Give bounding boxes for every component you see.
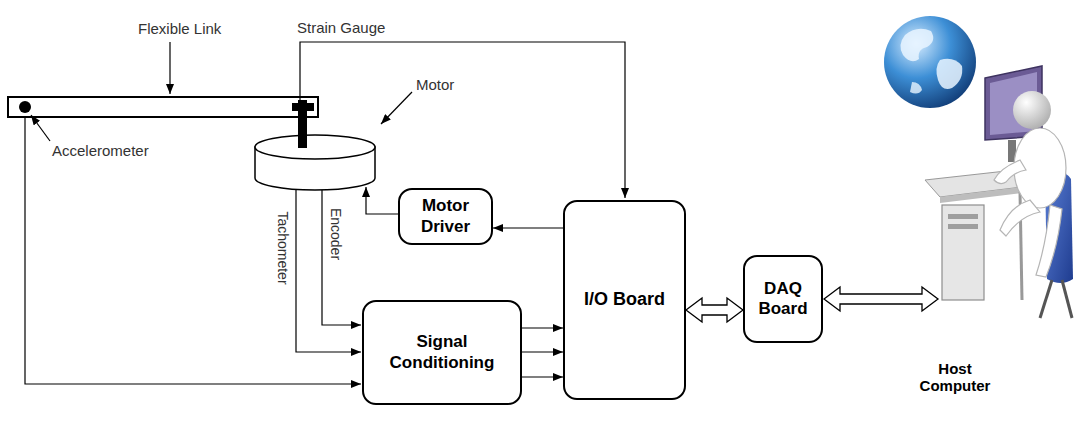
box-title: DAQ Board (751, 279, 815, 320)
part-label: Flexible Link (138, 20, 221, 37)
host-computer-illustration (910, 82, 922, 94)
accelerometer-dot (19, 101, 31, 113)
host-computer-illustration (936, 59, 962, 89)
strain-gauge (292, 103, 314, 111)
signal-name: Tachometer (275, 211, 291, 284)
host-computer-illustration (884, 16, 1073, 318)
host-computer-illustration (1036, 205, 1062, 277)
host-computer-illustration (1013, 91, 1051, 129)
leader-line (381, 92, 412, 124)
data-link-arrow (824, 287, 938, 311)
part-label: Accelerometer (52, 142, 149, 159)
host-computer-illustration (940, 186, 1030, 203)
host-computer-illustration (948, 214, 978, 219)
host-computer-illustration (994, 160, 1026, 184)
leader-line (31, 115, 50, 141)
host-computer-illustration (1040, 280, 1052, 318)
signal-wire (300, 42, 625, 198)
signal-arrow (522, 327, 563, 328)
host-computer-illustration (1000, 200, 1040, 236)
leader-line (31, 42, 412, 141)
flexible-link (8, 97, 318, 117)
signal-wire (25, 118, 361, 384)
box-title: I/O Board (584, 289, 665, 311)
signal-arrow (522, 351, 563, 352)
motor-cylinder (255, 135, 375, 159)
box-title: Motor Driver (406, 196, 485, 237)
signal-wire (366, 187, 398, 214)
signal-wire (25, 42, 625, 384)
box-title: Signal Conditioning (384, 332, 500, 373)
signal-name: Encoder (328, 208, 344, 260)
host-computer-illustration (948, 224, 978, 229)
host-computer-illustration (1062, 280, 1072, 318)
signal-arrow (522, 376, 563, 377)
host-label: Host Computer (905, 360, 1005, 395)
host-computer-illustration (884, 16, 976, 108)
part-label: Motor (416, 76, 454, 93)
host-computer-illustration (900, 29, 933, 62)
part-label: Strain Gauge (297, 19, 385, 36)
signal-arrow (493, 227, 563, 228)
motor-cylinder (255, 135, 375, 190)
host-computer-illustration (942, 205, 984, 300)
io-board-box: I/O Board (563, 200, 686, 400)
data-link-arrow (686, 298, 743, 322)
leader-line (169, 42, 170, 94)
conditioning-box: Signal Conditioning (362, 300, 522, 405)
driver-box: Motor Driver (398, 188, 493, 245)
signal-wire (296, 189, 361, 352)
daq-board-box: DAQ Board (743, 255, 823, 343)
signal-wire (322, 190, 361, 325)
